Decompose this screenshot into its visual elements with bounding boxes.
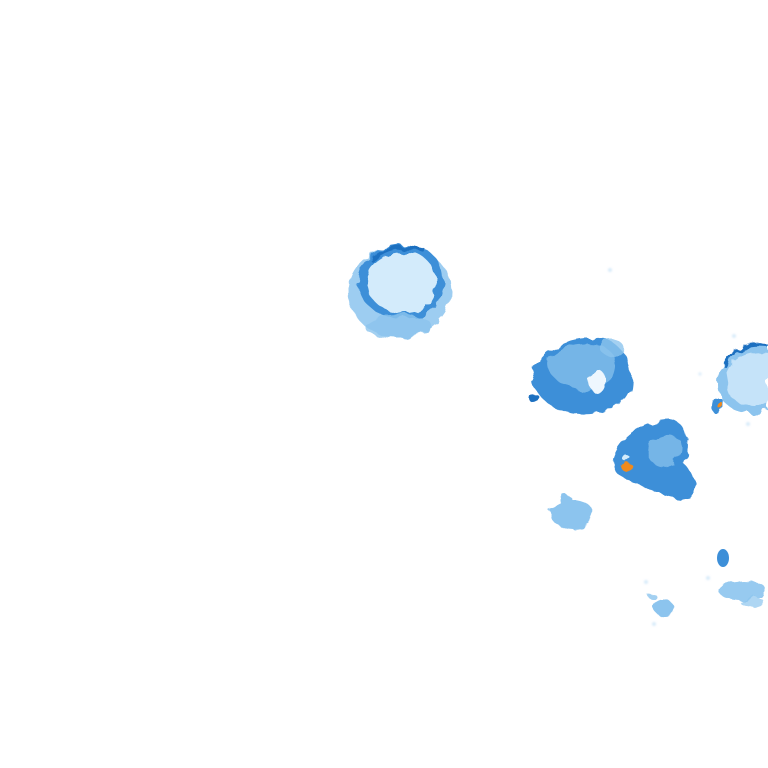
dot-right xyxy=(717,549,729,567)
blob-upper-left xyxy=(348,244,452,338)
speck-group xyxy=(608,268,750,626)
blob-center-right xyxy=(529,337,631,415)
blob-far-right xyxy=(712,344,768,415)
patch-bottom-center xyxy=(648,593,674,616)
patch-small-left xyxy=(550,495,594,528)
blob-lower-center xyxy=(613,420,696,499)
patch-bottom-right xyxy=(718,580,766,607)
